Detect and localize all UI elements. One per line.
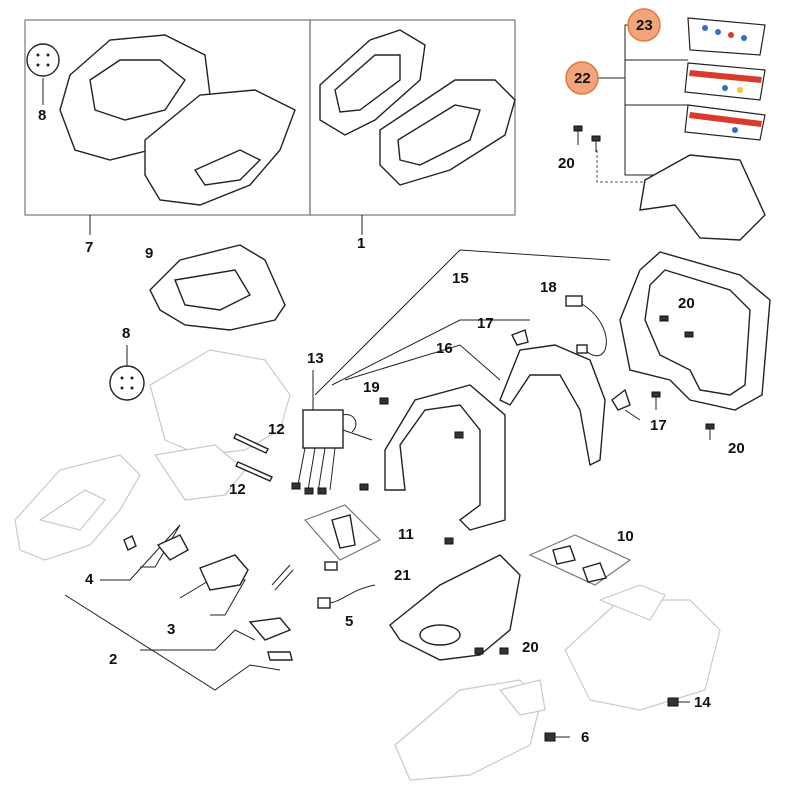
callout-4: 4 bbox=[85, 571, 94, 588]
assembly-box-1 bbox=[309, 19, 516, 216]
callout-12-lower: 12 bbox=[229, 481, 246, 498]
motor-cover bbox=[149, 244, 286, 331]
seal-disc-2 bbox=[109, 345, 145, 401]
cable-harness bbox=[565, 295, 607, 357]
screws-20-top bbox=[573, 125, 601, 152]
clip-17-upper bbox=[511, 329, 529, 346]
screw-14 bbox=[667, 697, 690, 707]
springs-12 bbox=[233, 433, 273, 482]
pivot-spring bbox=[271, 564, 294, 591]
seal-disc bbox=[26, 43, 60, 105]
callout-3: 3 bbox=[167, 621, 175, 638]
ghost-housing-right bbox=[564, 584, 721, 711]
ghost-housing-left bbox=[14, 349, 291, 561]
screws-bale bbox=[359, 431, 464, 545]
screws-20-frame bbox=[651, 315, 715, 440]
ghost-housing-bottom bbox=[394, 679, 546, 781]
trigger-spring bbox=[123, 535, 137, 551]
callout-20-top: 20 bbox=[558, 155, 575, 172]
trigger-parts-leaders bbox=[64, 524, 281, 691]
bale-handle bbox=[384, 384, 506, 531]
handle-housing-right bbox=[379, 79, 516, 186]
callout-7: 7 bbox=[85, 239, 93, 256]
housing-shell-lower bbox=[144, 89, 296, 206]
lever-11-box bbox=[303, 504, 382, 571]
pads-10-box bbox=[528, 534, 632, 586]
screws-20-bottom bbox=[474, 647, 509, 655]
callout-17-lower: 17 bbox=[650, 417, 667, 434]
callout-12-upper: 12 bbox=[268, 421, 285, 438]
callout-23: 23 bbox=[636, 17, 653, 34]
callout-14: 14 bbox=[694, 694, 711, 711]
callout-16: 16 bbox=[436, 340, 453, 357]
trigger-3 bbox=[248, 617, 292, 641]
callout-22: 22 bbox=[574, 70, 591, 87]
highlight-22 bbox=[565, 61, 599, 95]
callout-2: 2 bbox=[109, 651, 117, 668]
callout-18: 18 bbox=[540, 279, 557, 296]
screw-19 bbox=[379, 397, 389, 405]
warning-label-set bbox=[684, 17, 766, 141]
trigger-lever bbox=[156, 534, 189, 561]
callout-20-frame: 20 bbox=[678, 295, 695, 312]
bale-handle-leaders bbox=[314, 249, 611, 396]
housing-shell-upper bbox=[59, 34, 211, 161]
callout-20-right: 20 bbox=[728, 440, 745, 457]
callout-8-top: 8 bbox=[38, 107, 46, 124]
screw-6 bbox=[544, 732, 570, 742]
callout-5: 5 bbox=[345, 613, 353, 630]
callout-19: 19 bbox=[363, 379, 380, 396]
cable-5 bbox=[317, 584, 376, 609]
callout-6: 6 bbox=[581, 729, 589, 746]
switch-module bbox=[291, 370, 373, 495]
callout-9: 9 bbox=[145, 245, 153, 262]
callout-8-mid: 8 bbox=[122, 325, 130, 342]
callout-21: 21 bbox=[394, 567, 411, 584]
callout-20-bottom: 20 bbox=[522, 639, 539, 656]
highlight-23 bbox=[627, 8, 661, 42]
guard-21 bbox=[389, 554, 521, 661]
handle-bar bbox=[499, 344, 606, 467]
handle-frame bbox=[619, 251, 771, 411]
clip-17-lower bbox=[611, 388, 641, 421]
handle-housing-left bbox=[319, 29, 426, 136]
callout-11: 11 bbox=[398, 526, 414, 543]
callout-1: 1 bbox=[357, 235, 365, 252]
spring-2 bbox=[267, 651, 293, 661]
rear-cover bbox=[639, 154, 766, 241]
callout-15: 15 bbox=[452, 270, 469, 287]
callout-13: 13 bbox=[307, 350, 324, 367]
callout-17-upper: 17 bbox=[477, 315, 494, 332]
lockout-lever bbox=[199, 554, 249, 591]
callout-10: 10 bbox=[617, 528, 634, 545]
